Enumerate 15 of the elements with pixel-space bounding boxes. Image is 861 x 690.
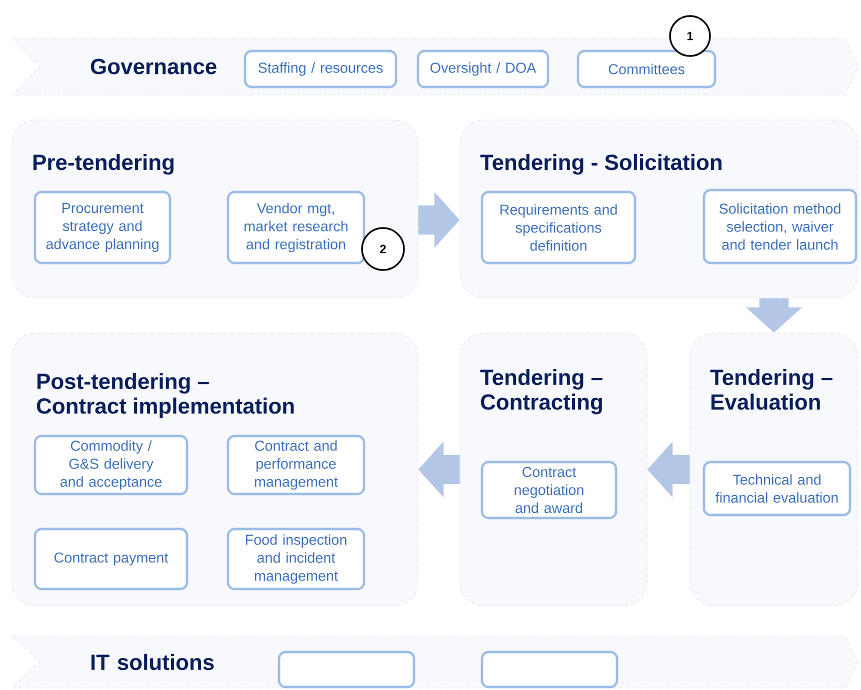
activity-box: Commodity / G&S delivery and acceptance: [34, 434, 188, 496]
activity-box: Staffing / resources: [244, 50, 398, 88]
activity-box: Contract payment: [34, 528, 188, 590]
activity-box: Food inspection and incident management: [226, 528, 366, 590]
activity-box: Solicitation method selection, waiver and tender launch: [702, 188, 858, 264]
activity-box: Technical and financial evaluation: [702, 460, 852, 516]
activity-box: Oversight / DOA: [416, 50, 550, 88]
system-box: [480, 650, 618, 688]
activity-box: Requirements and specifications definition: [480, 190, 636, 264]
callout-number: 1: [669, 15, 711, 57]
system-box: [278, 650, 416, 688]
activity-box: Contract negotiation and award: [480, 460, 618, 520]
activity-box: Procurement strategy and advance planning: [34, 190, 172, 264]
activity-box: Contract and performance management: [226, 434, 366, 496]
callout-number: 2: [361, 227, 405, 271]
